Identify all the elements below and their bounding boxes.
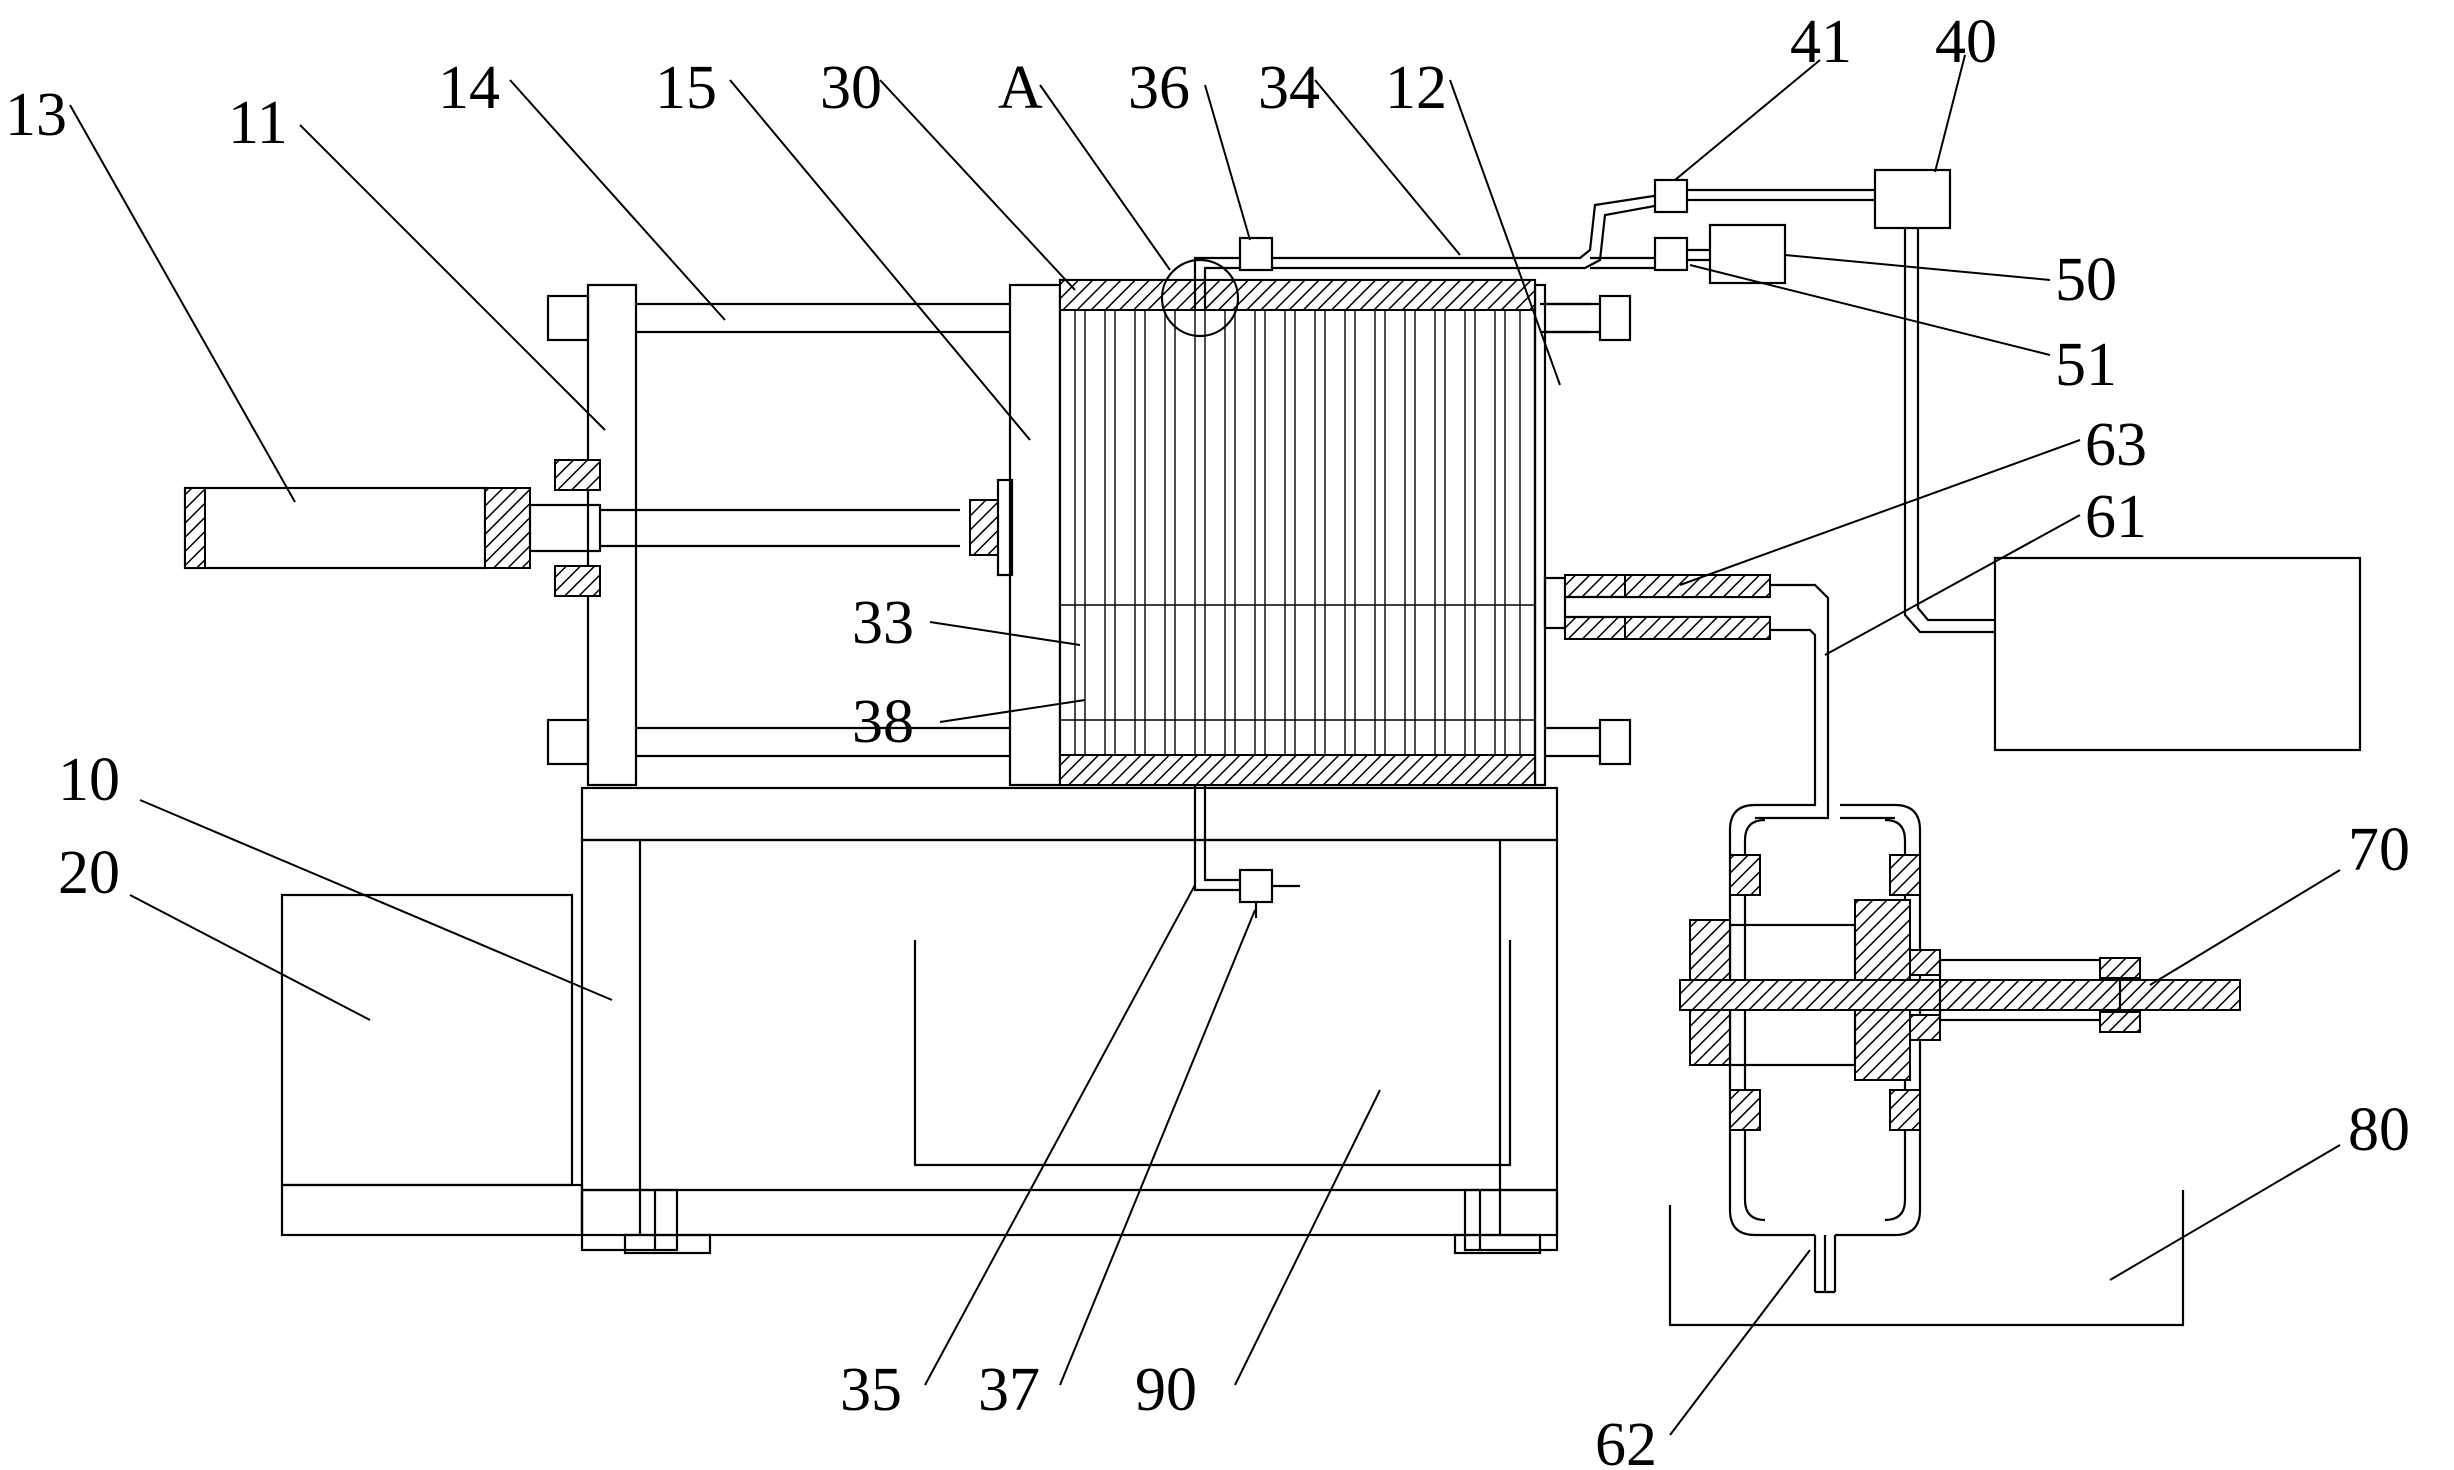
label-34: 34 <box>1258 54 1320 122</box>
plate-12 <box>1533 283 1632 787</box>
label-10: 10 <box>58 746 120 814</box>
right-tank-box <box>1993 556 2362 752</box>
unit-50-box <box>1708 223 1787 285</box>
label-35: 35 <box>840 1356 902 1424</box>
filter-plate-stack-30 <box>1058 278 1537 787</box>
label-40: 40 <box>1935 8 1997 76</box>
label-61: 61 <box>2085 483 2147 551</box>
unit-20-box <box>280 893 584 1237</box>
label-63: 63 <box>2085 411 2147 479</box>
detail-circle-a <box>1160 258 1240 338</box>
pipe-61 <box>1755 583 1895 820</box>
label-14: 14 <box>438 54 500 122</box>
label-80: 80 <box>2348 1096 2410 1164</box>
outlet-63 <box>1543 574 1771 640</box>
leader-lines <box>69 54 2341 1436</box>
separator-70 <box>1679 803 2241 1294</box>
label-51: 51 <box>2055 331 2117 399</box>
valve-51 <box>1653 236 1710 272</box>
label-33: 33 <box>852 589 914 657</box>
label-36: 36 <box>1128 54 1190 122</box>
unit-40-box <box>1873 168 1995 634</box>
valve-41 <box>1653 178 1875 214</box>
pipe-34 <box>1193 193 1661 310</box>
label-70: 70 <box>2348 816 2410 884</box>
label-a: A <box>998 54 1043 122</box>
label-38: 38 <box>852 688 914 756</box>
label-37: 37 <box>978 1356 1040 1424</box>
label-11: 11 <box>228 89 288 157</box>
plate-11 <box>546 283 638 787</box>
label-13: 13 <box>5 81 67 149</box>
label-12: 12 <box>1385 54 1447 122</box>
base-frame <box>580 786 1559 1255</box>
tank-90 <box>913 940 1512 1167</box>
label-62: 62 <box>1595 1411 1657 1470</box>
label-50: 50 <box>2055 246 2117 314</box>
pipe-35 <box>1193 785 1300 918</box>
tank-80 <box>1668 1190 2185 1327</box>
cylinder-13 <box>183 459 1014 597</box>
filter-plates <box>1060 310 1535 755</box>
label-41: 41 <box>1790 8 1852 76</box>
label-20: 20 <box>58 839 120 907</box>
labels: 13 11 14 15 30 A 36 34 12 41 40 50 51 63… <box>5 8 2410 1470</box>
label-90: 90 <box>1135 1356 1197 1424</box>
label-30: 30 <box>820 54 882 122</box>
label-15: 15 <box>655 54 717 122</box>
